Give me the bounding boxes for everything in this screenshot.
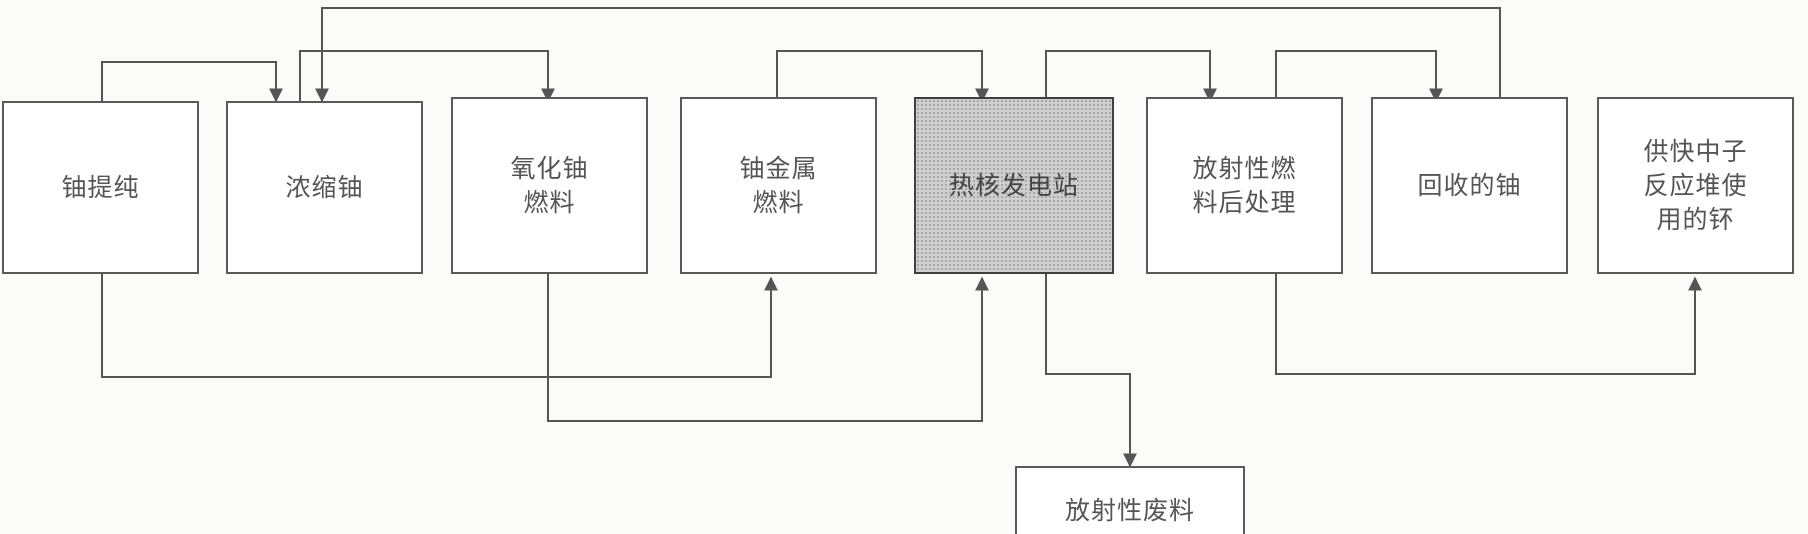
node-label: 氧化铀 燃料 — [510, 153, 589, 217]
node-enriched-uranium: 浓缩铀 — [226, 101, 423, 274]
node-label: 铀金属 燃料 — [739, 153, 818, 217]
node-label: 回收的铀 — [1417, 170, 1522, 200]
node-uranium-metal-fuel: 铀金属 燃料 — [680, 97, 877, 274]
edge-purification-to-metal-fuel — [101, 274, 778, 378]
edge-enriched-to-oxide-fuel — [299, 50, 555, 103]
edge-purification-to-enriched — [101, 61, 283, 103]
edge-reprocessing-to-recovered — [1275, 50, 1443, 103]
edge-plant-to-waste — [1045, 274, 1137, 468]
node-label: 放射性燃 料后处理 — [1192, 153, 1297, 217]
edge-plant-to-reprocessing — [1045, 50, 1217, 103]
node-label: 热核发电站 — [948, 170, 1079, 200]
node-label: 浓缩铀 — [285, 172, 364, 202]
edge-oxide-fuel-to-plant — [547, 274, 989, 422]
node-uranium-oxide-fuel: 氧化铀 燃料 — [451, 97, 648, 274]
node-label: 铀提纯 — [61, 172, 140, 202]
node-recovered-uranium: 回收的铀 — [1371, 97, 1568, 274]
node-label: 供快中子 反应堆使 用的钚 — [1643, 136, 1748, 234]
edge-reprocessing-to-plutonium — [1275, 274, 1702, 375]
node-radioactive-waste: 放射性废料 — [1015, 466, 1245, 534]
node-radioactive-fuel-reprocessing: 放射性燃 料后处理 — [1146, 97, 1343, 274]
node-uranium-purification: 铀提纯 — [2, 101, 199, 274]
edge-recovered-to-enriched — [315, 7, 1501, 103]
node-label: 放射性废料 — [1064, 496, 1195, 525]
node-plutonium-for-fast-reactor: 供快中子 反应堆使 用的钚 — [1597, 97, 1794, 274]
edge-metal-fuel-to-plant — [776, 50, 989, 103]
node-thermal-nuclear-plant: 热核发电站 — [914, 97, 1114, 274]
